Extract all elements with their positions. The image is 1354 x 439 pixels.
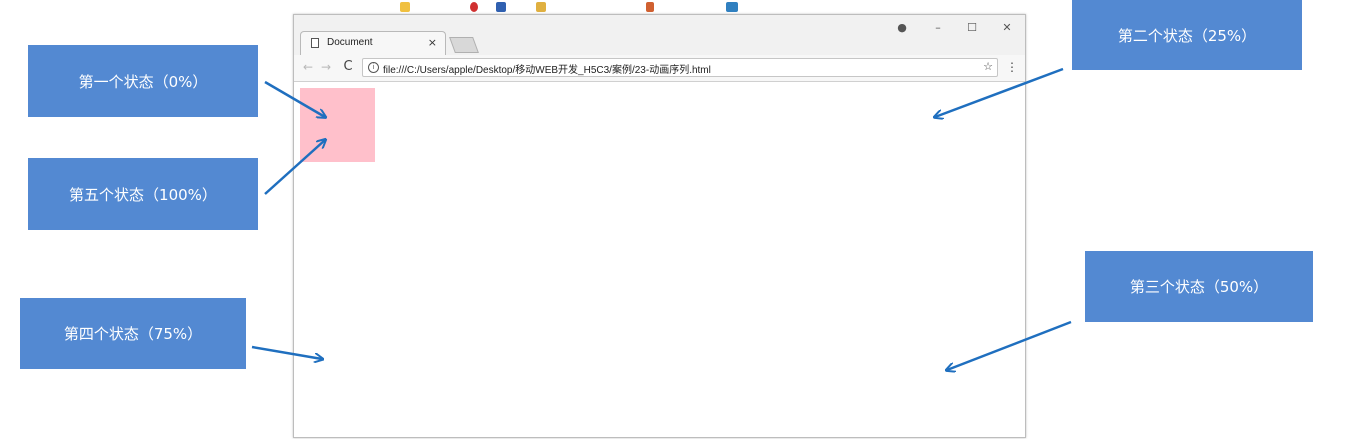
url-text[interactable]: file:///C:/Users/apple/Desktop/移动WEB开发_H… xyxy=(383,65,711,76)
tab-title: Document xyxy=(327,37,373,48)
reload-button[interactable]: C xyxy=(343,59,353,74)
callout-state-1: 第一个状态（0%） xyxy=(28,45,258,117)
info-icon[interactable]: i xyxy=(368,62,379,73)
arrow-state-5 xyxy=(264,140,325,195)
arrow-state-2 xyxy=(935,67,1064,117)
arrow-state-1 xyxy=(264,80,325,117)
title-bar: Document × ● – ☐ ✕ xyxy=(294,15,1025,55)
page-icon xyxy=(311,38,319,48)
arrow-state-4 xyxy=(251,345,322,359)
arrow-state-3 xyxy=(947,320,1072,370)
callout-state-3: 第三个状态（50%） xyxy=(1085,251,1313,322)
taskbar-icon xyxy=(536,2,546,12)
minimize-button[interactable]: – xyxy=(935,21,941,34)
taskbar-icon xyxy=(400,2,410,12)
taskbar-icon xyxy=(726,2,738,12)
browser-window: Document × ● – ☐ ✕ ← → C i file:///C:/Us… xyxy=(293,14,1026,438)
maximize-button[interactable]: ☐ xyxy=(967,21,977,34)
browser-toolbar: ← → C i file:///C:/Users/apple/Desktop/移… xyxy=(294,55,1025,82)
close-window-button[interactable]: ✕ xyxy=(1002,21,1012,34)
desktop-taskbar-strip xyxy=(296,0,796,14)
callout-state-5: 第五个状态（100%） xyxy=(28,158,258,230)
forward-button[interactable]: → xyxy=(320,60,332,74)
back-button[interactable]: ← xyxy=(302,60,314,74)
tab-close-icon[interactable]: × xyxy=(427,36,437,49)
address-bar[interactable]: i file:///C:/Users/apple/Desktop/移动WEB开发… xyxy=(362,58,998,77)
page-viewport xyxy=(294,82,1025,437)
menu-icon[interactable]: ⋮ xyxy=(1006,60,1018,74)
callout-state-4: 第四个状态（75%） xyxy=(20,298,246,369)
bookmark-star-icon[interactable]: ☆ xyxy=(983,60,993,73)
callout-state-2: 第二个状态（25%） xyxy=(1072,0,1302,70)
taskbar-icon xyxy=(470,2,478,12)
taskbar-icon xyxy=(496,2,506,12)
account-icon[interactable]: ● xyxy=(897,21,907,34)
browser-tab[interactable]: Document × xyxy=(300,31,446,55)
taskbar-icon xyxy=(646,2,654,12)
